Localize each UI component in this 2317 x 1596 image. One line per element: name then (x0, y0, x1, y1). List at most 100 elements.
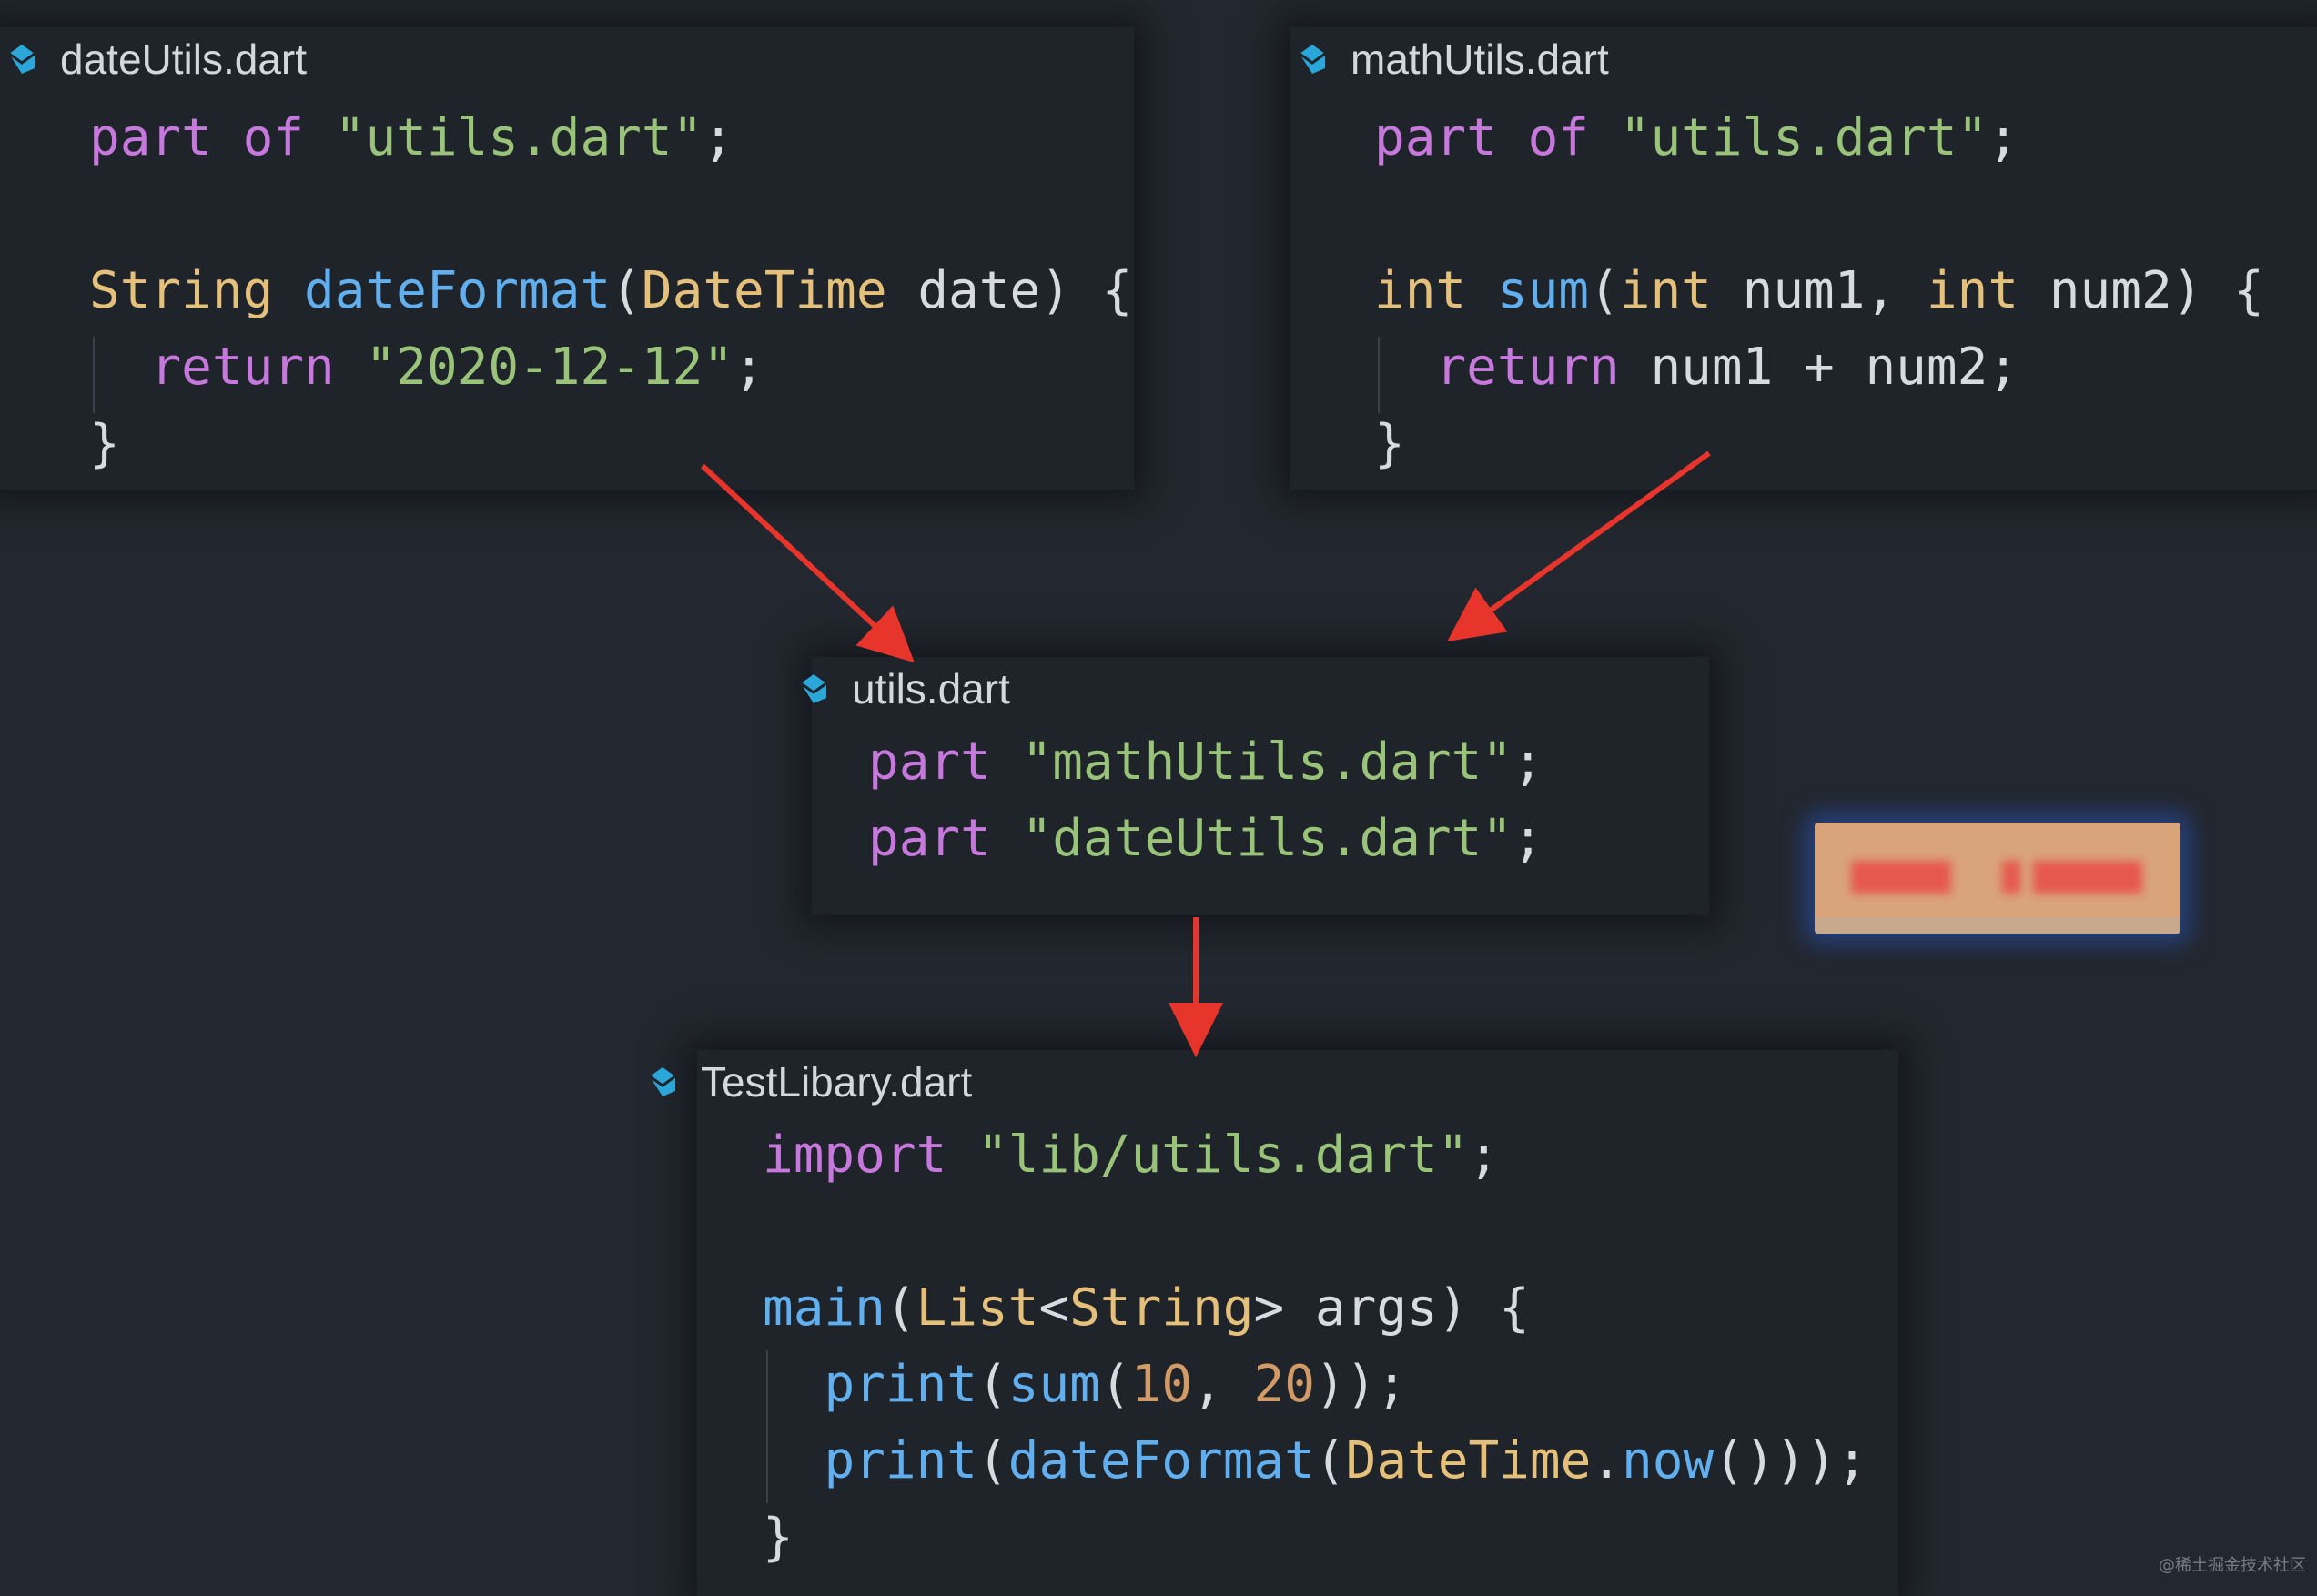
code-text: ( (611, 261, 642, 320)
code-function: sum (1496, 261, 1590, 320)
panel-title-bar: utils.dart (792, 657, 1689, 721)
code-line: import "lib/utils.dart"; (763, 1117, 1499, 1194)
code-text (89, 338, 150, 397)
code-text: num1 + num2; (1619, 338, 2019, 397)
code-text: ; (1513, 732, 1543, 792)
code-text: ( (1589, 261, 1620, 320)
code-type: int (1374, 261, 1467, 320)
code-line: part "mathUtils.dart"; (868, 724, 1543, 801)
dart-icon (8, 45, 35, 74)
code-line: print(sum(10, 20)); (763, 1347, 1407, 1423)
code-text: ; (1988, 108, 2019, 167)
code-type: DateTime (1345, 1431, 1592, 1490)
dart-icon (649, 1067, 676, 1096)
panel-title: utils.dart (852, 665, 1010, 712)
code-text: )); (1314, 1355, 1408, 1414)
code-keyword: part (89, 108, 212, 167)
code-line: print(dateFormat(DateTime.now())); (763, 1423, 1867, 1500)
code-text (991, 732, 1022, 792)
indent-guide (1378, 337, 1380, 413)
code-line: part "dateUtils.dart"; (868, 801, 1543, 877)
code-text (1374, 338, 1435, 397)
watermark: @稀土掘金技术社区 (2159, 1556, 2306, 1575)
panel-title: dateUtils.dart (60, 35, 308, 83)
panel-title: TestLibary.dart (701, 1058, 973, 1106)
code-text (946, 1126, 977, 1185)
code-text: < (1038, 1278, 1070, 1338)
redacted-strip (1815, 917, 2180, 934)
code-panel-dateutils: dateUtils.dart part of "utils.dart"; Stri… (0, 27, 1134, 490)
code-text (1589, 108, 1620, 167)
code-line: } (1374, 406, 1405, 482)
code-keyword: of (1527, 108, 1590, 167)
code-line: part of "utils.dart"; (1374, 100, 2019, 177)
code-keyword: part (868, 809, 991, 868)
code-function: now (1622, 1431, 1715, 1490)
indent-guide (93, 337, 95, 413)
code-type: List (916, 1278, 1039, 1338)
code-text: ; (1513, 809, 1543, 868)
code-line: } (89, 406, 120, 482)
code-text (991, 809, 1022, 868)
redacted-mark (2033, 861, 2142, 894)
code-line: String dateFormat(DateTime date) { (89, 253, 1132, 329)
dart-icon (800, 674, 827, 703)
code-type: int (1619, 261, 1712, 320)
panel-title-bar: mathUtils.dart (1290, 27, 2317, 91)
code-text: date) { (886, 261, 1133, 320)
code-text: num1, (1711, 261, 1927, 320)
code-text: ( (1314, 1431, 1346, 1490)
code-string: "lib/utils.dart" (977, 1126, 1469, 1185)
redacted-mark (1851, 861, 1951, 894)
code-line: part of "utils.dart"; (89, 100, 734, 177)
code-type: String (1069, 1278, 1254, 1338)
code-number: 20 (1253, 1355, 1315, 1414)
code-text (763, 1355, 824, 1414)
code-text: num2) { (2019, 261, 2264, 320)
code-line: } (763, 1500, 794, 1576)
panel-title-bar: TestLibary.dart (641, 1050, 1842, 1114)
code-text: } (89, 414, 120, 473)
code-function: main (763, 1278, 885, 1338)
code-keyword: part (868, 732, 991, 792)
code-text: } (1374, 414, 1405, 473)
code-keyword: import (763, 1126, 947, 1185)
redacted-label (1815, 823, 2180, 934)
dart-icon (1299, 45, 1326, 74)
code-text: } (763, 1508, 794, 1567)
code-function: print (824, 1355, 978, 1414)
code-text: , (1192, 1355, 1254, 1414)
code-string: "mathUtils.dart" (1021, 732, 1513, 792)
code-panel-mathutils: mathUtils.dart part of "utils.dart"; int … (1290, 27, 2317, 490)
code-text (273, 261, 304, 320)
code-function: dateFormat (304, 261, 612, 320)
code-string: "dateUtils.dart" (1021, 809, 1513, 868)
code-type: int (1926, 261, 2019, 320)
code-keyword: part (1374, 108, 1497, 167)
code-text (304, 108, 335, 167)
code-line: return num1 + num2; (1374, 329, 2019, 406)
code-number: 10 (1130, 1355, 1193, 1414)
code-string: "utils.dart" (334, 108, 703, 167)
code-text: > args) { (1253, 1278, 1530, 1338)
code-keyword: of (242, 108, 305, 167)
panel-title: mathUtils.dart (1351, 35, 1609, 83)
code-text: ( (1099, 1355, 1131, 1414)
code-text (1497, 108, 1528, 167)
code-panel-utils: utils.dart part "mathUtils.dart";part "d… (800, 657, 1709, 915)
code-text (212, 108, 243, 167)
code-line: int sum(int num1, int num2) { (1374, 253, 2264, 329)
code-text (1466, 261, 1497, 320)
code-text: ( (977, 1355, 1008, 1414)
arrow-dateutils-to-utils (700, 463, 915, 663)
code-line: main(List<String> args) { (763, 1270, 1530, 1347)
code-type: String (89, 261, 274, 320)
code-text: ( (977, 1431, 1008, 1490)
code-string: "utils.dart" (1619, 108, 1988, 167)
code-function: sum (1007, 1355, 1100, 1414)
code-keyword: return (150, 338, 335, 397)
code-text: ; (703, 108, 734, 167)
code-text: ; (1468, 1126, 1500, 1185)
code-text (335, 338, 366, 397)
indent-guide (766, 1350, 768, 1503)
